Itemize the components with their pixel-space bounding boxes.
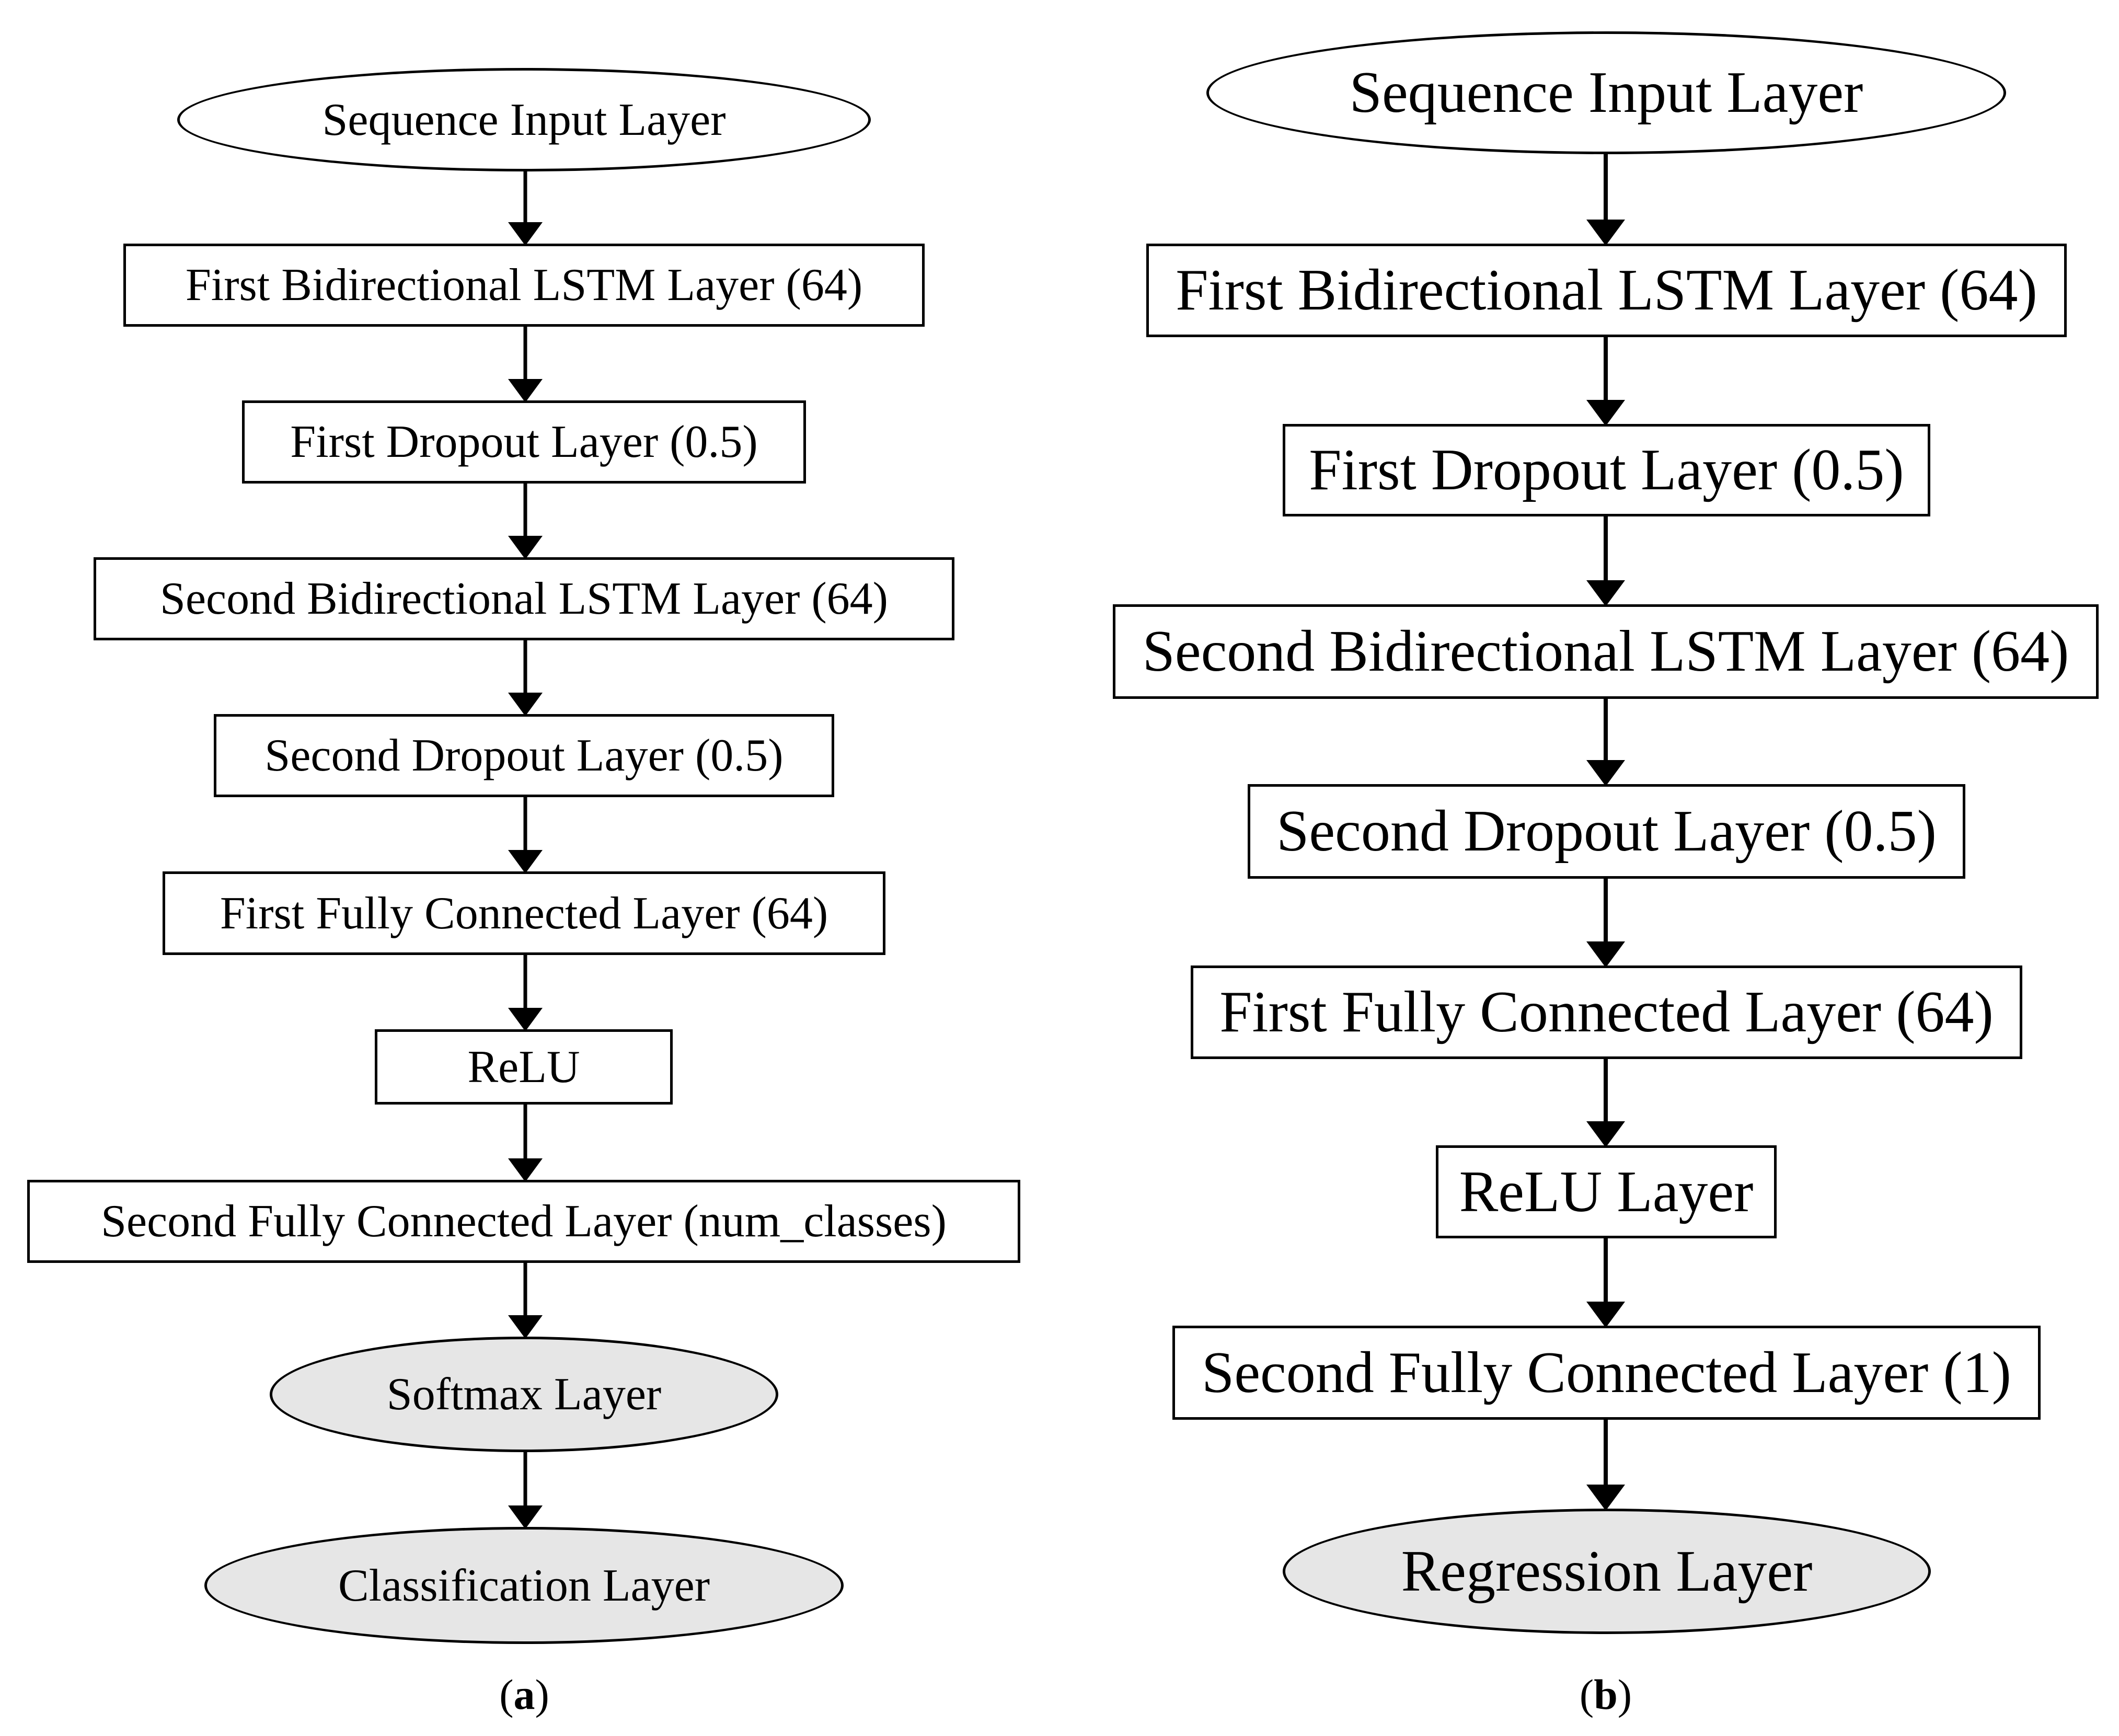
caption-paren-left: ( [1579, 1671, 1594, 1718]
node-label: Softmax Layer [386, 1369, 662, 1420]
arrowhead-a-5 [508, 850, 543, 873]
panel-a: Sequence Input Layer First Bidirectional… [27, 68, 1020, 1719]
panel-b-arrows [1586, 153, 1625, 1511]
caption-paren-left: ( [499, 1671, 514, 1718]
node-label: Sequence Input Layer [322, 94, 726, 145]
node-second-fc: Second Fully Connected Layer (1) [1172, 1326, 2041, 1420]
arrowhead-a-1 [508, 222, 543, 246]
node-label: First Dropout Layer (0.5) [290, 417, 758, 467]
arrowhead-a-9 [508, 1505, 543, 1529]
node-label: Second Dropout Layer (0.5) [264, 730, 784, 781]
caption-letter: b [1594, 1671, 1618, 1718]
arrowhead-b-7 [1586, 1302, 1625, 1328]
arrowhead-a-4 [508, 693, 543, 716]
panel-b: Sequence Input Layer First Bidirectional… [1060, 0, 2119, 1736]
node-label: Second Bidirectional LSTM Layer (64) [160, 573, 888, 624]
node-relu-layer: ReLU Layer [1436, 1145, 1777, 1238]
node-first-dropout: First Dropout Layer (0.5) [242, 400, 806, 484]
caption-a: (a) [472, 1670, 577, 1719]
node-second-dropout: Second Dropout Layer (0.5) [214, 714, 834, 797]
arrowhead-b-1 [1586, 220, 1625, 246]
arrowhead-b-8 [1586, 1485, 1625, 1511]
arrowhead-b-2 [1586, 400, 1625, 426]
node-second-bilstm: Second Bidirectional LSTM Layer (64) [1113, 604, 2099, 699]
node-label: First Fully Connected Layer (64) [220, 888, 828, 939]
node-label: First Bidirectional LSTM Layer (64) [1176, 258, 2037, 323]
caption-paren-right: ) [535, 1671, 549, 1718]
node-relu: ReLU [375, 1029, 673, 1105]
node-label: Sequence Input Layer [1349, 60, 1863, 125]
node-label: Classification Layer [338, 1560, 710, 1611]
panel-a-arrows [508, 170, 543, 1529]
arrowhead-b-5 [1586, 941, 1625, 968]
arrowhead-a-8 [508, 1315, 543, 1339]
node-label: First Fully Connected Layer (64) [1219, 980, 1994, 1044]
node-first-fc: First Fully Connected Layer (64) [1191, 965, 2022, 1059]
caption-b: (b) [1553, 1670, 1658, 1719]
arrowhead-b-6 [1586, 1121, 1625, 1147]
node-softmax: Softmax Layer [270, 1337, 778, 1452]
node-second-dropout: Second Dropout Layer (0.5) [1248, 784, 1965, 879]
arrowhead-b-3 [1586, 580, 1625, 606]
node-second-fc: Second Fully Connected Layer (num_classe… [27, 1180, 1020, 1263]
caption-letter: a [513, 1671, 535, 1718]
node-label: Second Dropout Layer (0.5) [1276, 799, 1937, 864]
caption-paren-right: ) [1617, 1671, 1632, 1718]
node-first-bilstm: First Bidirectional LSTM Layer (64) [123, 244, 925, 327]
arrowhead-a-7 [508, 1158, 543, 1182]
arrowhead-a-6 [508, 1008, 543, 1031]
node-sequence-input: Sequence Input Layer [177, 68, 871, 171]
node-sequence-input: Sequence Input Layer [1206, 31, 2006, 154]
node-label: Second Fully Connected Layer (1) [1202, 1340, 2011, 1405]
node-label: First Dropout Layer (0.5) [1309, 438, 1904, 502]
node-classification: Classification Layer [204, 1527, 844, 1644]
node-regression: Regression Layer [1283, 1509, 1931, 1634]
arrowhead-b-4 [1586, 760, 1625, 786]
node-second-bilstm: Second Bidirectional LSTM Layer (64) [94, 557, 954, 640]
node-label: Second Fully Connected Layer (num_classe… [101, 1196, 947, 1247]
node-label: ReLU [467, 1041, 580, 1093]
node-first-dropout: First Dropout Layer (0.5) [1283, 424, 1930, 516]
node-label: Second Bidirectional LSTM Layer (64) [1142, 619, 2069, 684]
node-first-fc: First Fully Connected Layer (64) [163, 871, 885, 955]
arrowhead-a-2 [508, 379, 543, 403]
node-label: First Bidirectional LSTM Layer (64) [185, 260, 863, 311]
node-first-bilstm: First Bidirectional LSTM Layer (64) [1146, 244, 2067, 337]
node-label: Regression Layer [1401, 1538, 1813, 1604]
arrowhead-a-3 [508, 536, 543, 559]
node-label: ReLU Layer [1459, 1159, 1754, 1224]
